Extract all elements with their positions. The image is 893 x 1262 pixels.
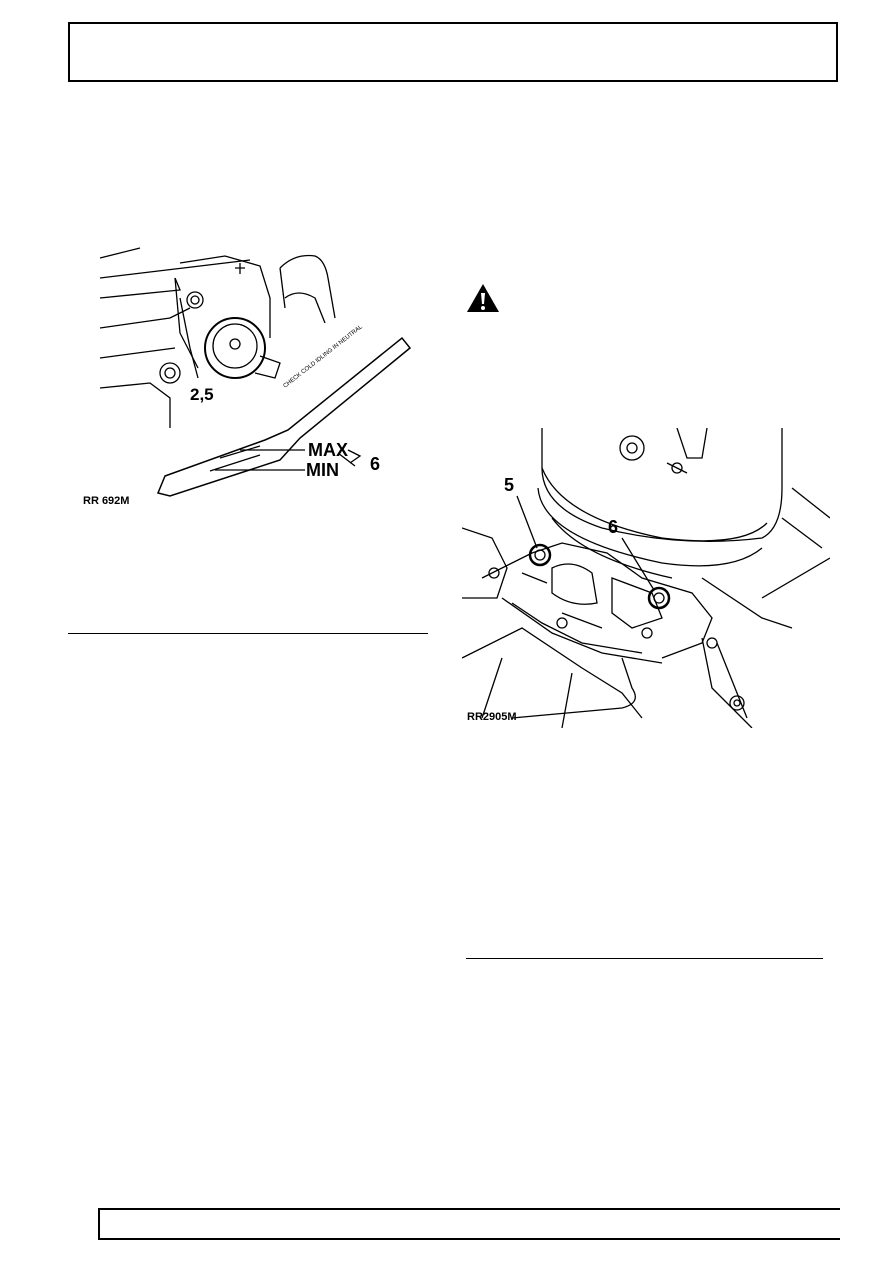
warning-triangle-icon	[467, 284, 499, 312]
callout-level: 6	[370, 454, 380, 474]
callout-filler: 5	[504, 475, 514, 495]
min-label: MIN	[306, 460, 339, 480]
page-header-box	[68, 22, 838, 82]
callout-drain: 6	[608, 517, 618, 537]
callout-parts: 2,5	[190, 385, 214, 404]
dipstick-illustration: CHECK COLD IDLING IN NEUTRAL 2,5 MAX MIN…	[99, 247, 412, 497]
figure-code-left: RR 692M	[83, 495, 130, 507]
figure-code-right: RR2905M	[467, 711, 517, 723]
section-divider-right	[466, 958, 823, 959]
page-footer-box	[98, 1208, 840, 1240]
max-label: MAX	[308, 440, 348, 460]
dipstick-engraving: CHECK COLD IDLING IN NEUTRAL	[283, 324, 365, 390]
section-divider-left	[68, 633, 428, 634]
gearbox-illustration: 5 6	[462, 428, 830, 728]
